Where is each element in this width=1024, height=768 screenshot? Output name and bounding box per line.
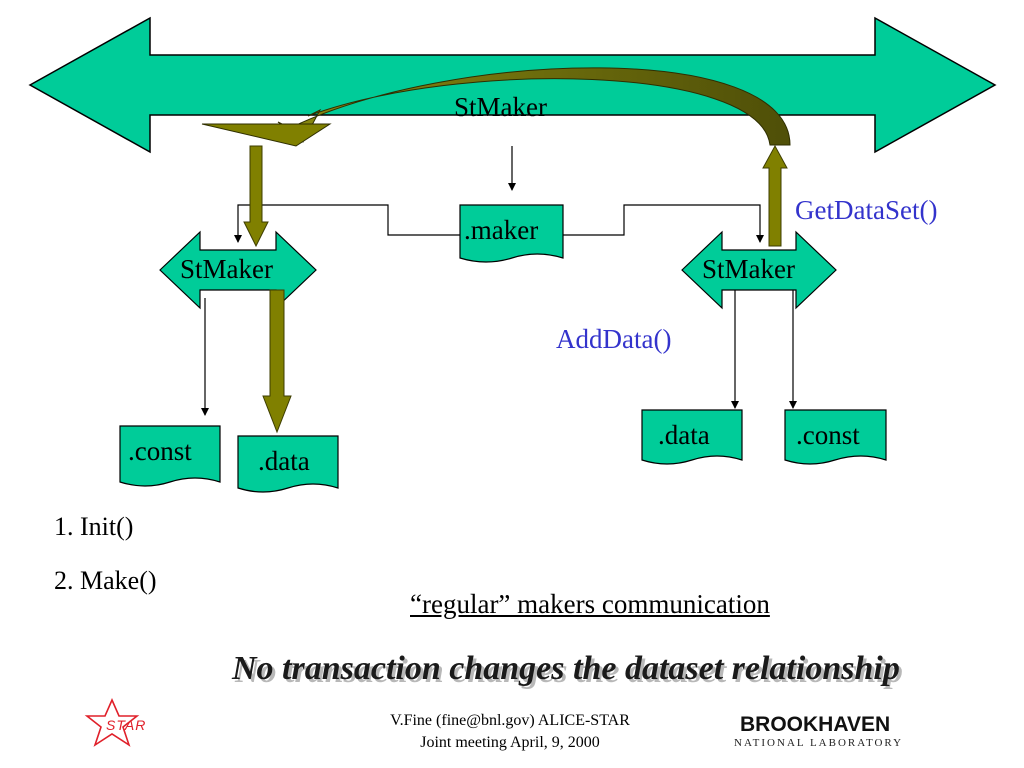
olive-arrow-right-to-main [762, 144, 788, 247]
right-maker-label: StMaker [702, 254, 795, 284]
maker-to-right-connector [563, 204, 764, 243]
maker-file-doc [459, 204, 564, 263]
maker-file-label: .maker [464, 215, 539, 245]
get-dataset-label: GetDataSet() [795, 195, 938, 225]
right-data-label: .data [658, 420, 710, 450]
left-const-doc [119, 425, 221, 487]
bnl-logo-sub: NATIONAL LABORATORY [734, 737, 904, 749]
footer-line-meeting: Joint meeting April, 9, 2000 [420, 734, 600, 751]
subtitle: “regular” makers communication [410, 589, 770, 619]
bnl-logo-name: BROOKHAVEN [740, 713, 891, 736]
curved-arrow-head [201, 123, 332, 147]
olive-arrow-main-to-left [243, 145, 269, 248]
right-const-label: .const [796, 420, 860, 450]
footer: V.Fine (fine@bnl.gov) ALICE-STAR Joint m… [340, 710, 680, 754]
left-maker-double-arrow [159, 230, 317, 310]
star-logo-icon [84, 698, 140, 747]
right-maker-double-arrow [681, 230, 837, 310]
left-const-label: .const [128, 436, 192, 466]
star-logo-text: STAR [106, 717, 147, 733]
main-maker-label: StMaker [454, 92, 547, 122]
add-data-label: AddData() [556, 324, 672, 354]
maker-to-left-connector [234, 204, 460, 243]
main-maker-double-arrow [28, 16, 997, 154]
left-data-label: .data [258, 446, 310, 476]
right-data-doc [641, 409, 743, 465]
step-make: 2. Make() [54, 566, 157, 595]
step-init: 1. Init() [54, 512, 134, 541]
footer-line-author: V.Fine (fine@bnl.gov) ALICE-STAR [390, 712, 630, 729]
left-maker-label: StMaker [180, 254, 273, 284]
headline: No transaction changes the dataset relat… [232, 650, 900, 687]
olive-arrow-left-to-data [262, 289, 292, 434]
right-const-doc [784, 409, 887, 465]
left-data-doc [237, 435, 339, 493]
